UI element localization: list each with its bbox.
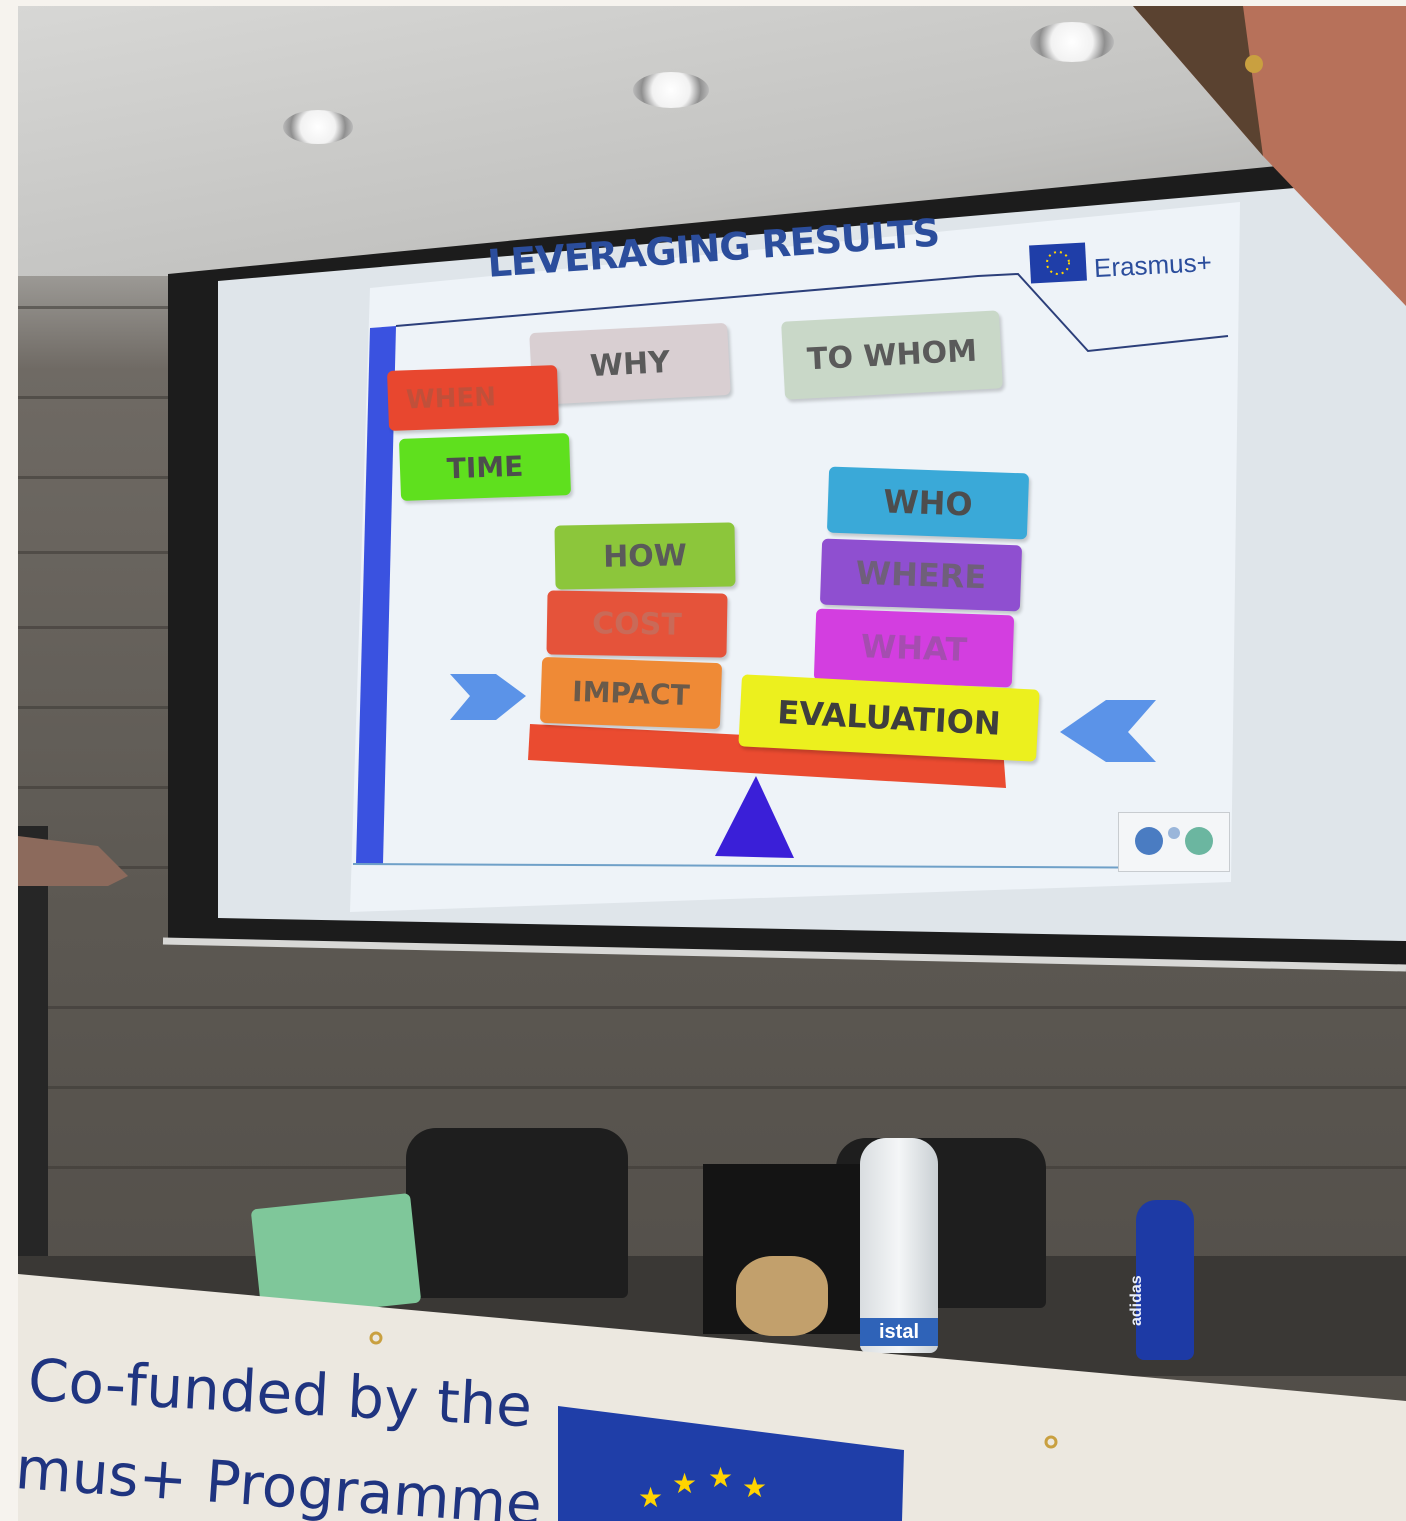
right-chevron-icon xyxy=(450,674,526,720)
heads-logo-icon xyxy=(1118,812,1230,872)
wall-panel-line xyxy=(18,551,238,554)
wall-panel-line xyxy=(18,706,238,709)
presenter-arm xyxy=(18,826,128,1286)
bottle-label: istal xyxy=(860,1318,938,1346)
plastic-water-bottle xyxy=(860,1138,938,1353)
star-icon: ★ xyxy=(708,1461,734,1494)
banner-sheet xyxy=(18,1274,1406,1521)
ceiling-light xyxy=(1030,22,1114,62)
star-icon: ★ xyxy=(672,1467,698,1500)
wall-panel-line xyxy=(18,866,238,869)
photo-scene: LEVERAGING RESULTS Erasmus+ WHY TO WHOM … xyxy=(18,6,1406,1521)
person-face-corner xyxy=(1133,6,1406,306)
star-icon: ★ xyxy=(742,1471,768,1504)
ceiling-light xyxy=(283,110,353,144)
wall-panel-line xyxy=(18,476,238,479)
wall-panel-line xyxy=(18,1006,1406,1009)
cable-reel xyxy=(736,1256,828,1336)
wall-panel-line xyxy=(18,1086,1406,1089)
ceiling-light xyxy=(633,72,709,108)
left-chevron-icon xyxy=(1060,700,1156,762)
wall-panel-line xyxy=(18,306,238,309)
office-chair xyxy=(406,1128,628,1298)
wall-panel-line xyxy=(18,396,238,399)
balance-beam xyxy=(528,724,1006,788)
star-icon: ★ xyxy=(638,1481,664,1514)
sports-water-bottle xyxy=(1136,1200,1194,1360)
wall-panel-line xyxy=(18,626,238,629)
wall-panel-line xyxy=(18,786,238,789)
eu-flag-icon xyxy=(1029,242,1087,284)
fulcrum-triangle xyxy=(715,776,794,858)
